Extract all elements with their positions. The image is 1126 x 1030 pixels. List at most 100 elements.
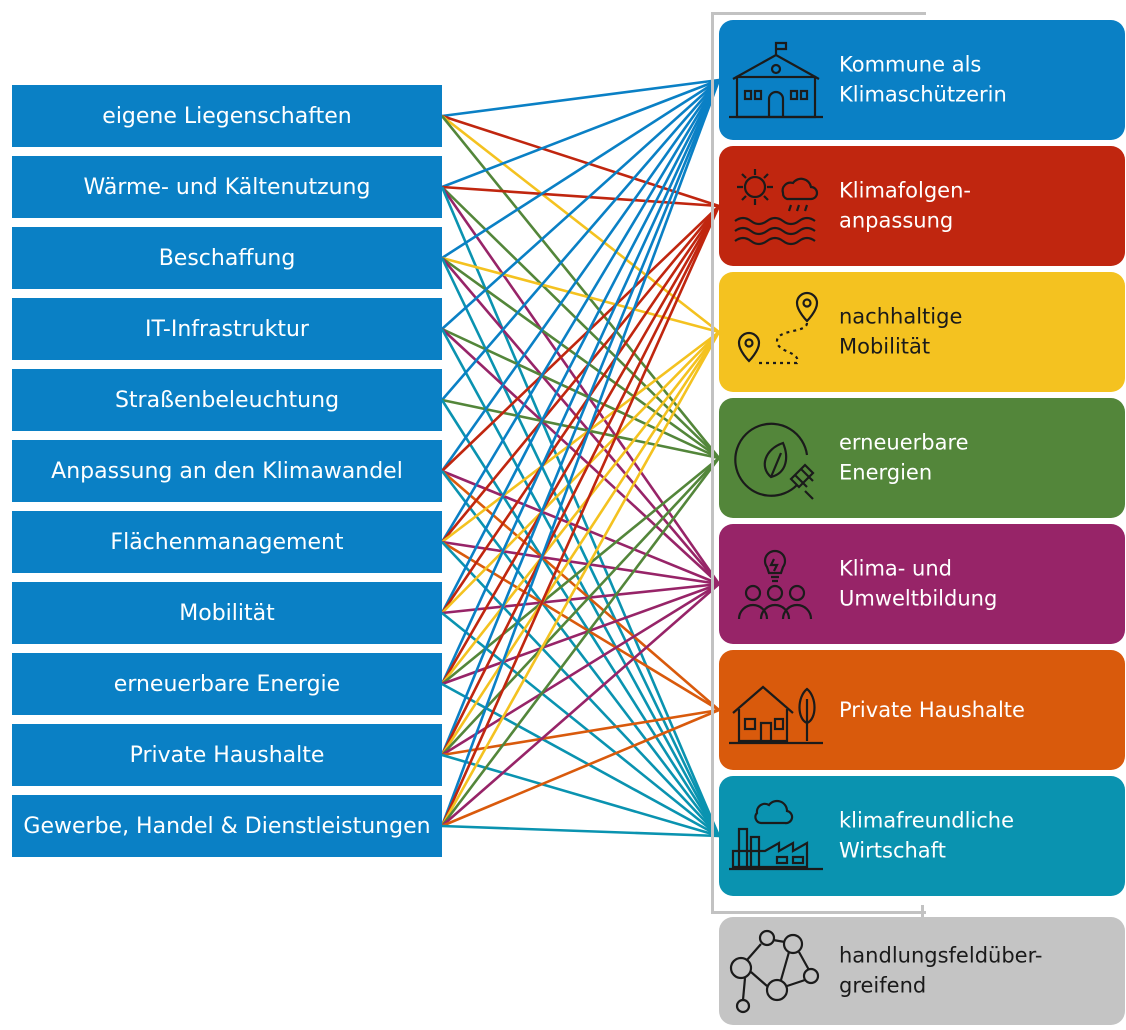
connection-line: [441, 257, 720, 585]
left-item-label: Mobilität: [179, 600, 275, 626]
connection-line: [440, 205, 721, 543]
route-pins-icon: [737, 291, 819, 365]
left-item-erneuerbare-energie: erneuerbare Energie: [12, 653, 442, 715]
connection-line: [441, 611, 720, 838]
leaf-plug-icon: [734, 422, 815, 500]
left-item-beschaffung: Beschaffung: [12, 227, 442, 289]
left-item-flaechenmanagement: Flächenmanagement: [12, 511, 442, 573]
field-title-line1: nachhaltige: [839, 304, 963, 329]
connection-line: [440, 257, 721, 837]
connection-line: [441, 541, 720, 837]
network-people-icon: [729, 929, 820, 1014]
left-item-waerme-kaeltenutzung: Wärme- und Kältenutzung: [12, 156, 442, 218]
group-bracket: [711, 12, 926, 914]
factory-icon: [729, 799, 823, 871]
left-item-gewerbe-handel: Gewerbe, Handel & Dienstleistungen: [12, 795, 442, 857]
connection-line: [441, 582, 720, 615]
left-item-label: Straßenbeleuchtung: [114, 387, 340, 413]
field-title-line1: Kommune als: [839, 52, 982, 77]
connection-line: [440, 328, 721, 837]
connection-line: [440, 186, 721, 837]
field-title-line2: Wirtschaft: [839, 839, 946, 863]
sun-rain-waves-icon: [734, 169, 819, 246]
connection-line: [441, 540, 720, 586]
left-item-label: IT-Infrastruktur: [145, 316, 309, 342]
left-item-label: Wärme- und Kältenutzung: [83, 174, 371, 200]
connection-line: [440, 205, 721, 827]
connection-line: [441, 78, 720, 260]
field-title-line1: klimafreundliche: [839, 808, 1015, 833]
connection-line: [440, 457, 721, 827]
left-item-label: Private Haushalte: [129, 742, 325, 768]
field-title-line2: Energien: [839, 461, 933, 485]
field-title-line2: Klimaschützerin: [839, 83, 1007, 107]
connection-line: [441, 753, 720, 838]
field-private-haushalte: Private Haushalte: [719, 650, 1125, 770]
field-title-line2: Mobilität: [839, 335, 931, 359]
connection-line: [440, 79, 721, 827]
field-title-line2: Umweltbildung: [839, 587, 998, 611]
left-item-label: Gewerbe, Handel & Dienstleistungen: [23, 813, 431, 839]
left-item-eigene-liegenschaften: eigene Liegenschaften: [12, 85, 442, 147]
field-title-line1: handlungsfeldüber-: [839, 943, 1043, 968]
connection-line: [441, 470, 720, 711]
field-title-line1: erneuerbare: [839, 430, 969, 455]
connection-line: [441, 330, 720, 544]
connection-line: [440, 79, 721, 685]
connection-line: [441, 456, 720, 686]
connection-line: [440, 79, 721, 614]
connection-line: [441, 205, 720, 472]
field-title-line1: Klimafolgen-: [839, 178, 971, 203]
connection-line: [441, 331, 720, 614]
connection-line: [440, 79, 721, 543]
left-item-label: Flächenmanagement: [110, 529, 344, 555]
left-item-mobilitaet: Mobilität: [12, 582, 442, 644]
connection-line: [441, 708, 720, 757]
left-item-label: Beschaffung: [158, 245, 296, 271]
connection-line: [441, 583, 720, 827]
left-item-private-haushalte: Private Haushalte: [12, 724, 442, 786]
connection-line: [440, 470, 721, 837]
connection-line: [441, 78, 720, 189]
connection-line: [440, 205, 721, 685]
connection-line: [441, 457, 720, 756]
connection-line: [440, 399, 721, 837]
field-title-line1: Klima- und: [839, 556, 952, 581]
connection-line: [441, 540, 720, 712]
people-idea-icon: [737, 549, 813, 620]
connection-line: [441, 582, 720, 686]
town-hall-icon: [729, 41, 823, 119]
connection-line: [441, 824, 720, 838]
field-title-line1: Private Haushalte: [839, 697, 1025, 722]
field-uebergreifend: handlungsfeldüber-greifend: [719, 917, 1125, 1025]
field-klimafolgenanpassung: Klimafolgen-anpassung: [719, 146, 1125, 266]
connection-line: [441, 256, 720, 460]
connection-line: [440, 79, 721, 756]
field-title-line2: anpassung: [839, 209, 954, 233]
connection-line: [440, 205, 721, 756]
left-item-label: eigene Liegenschaften: [102, 103, 352, 129]
connection-line: [440, 331, 721, 685]
connection-line: [441, 682, 720, 838]
connection-line: [441, 708, 720, 828]
connection-line: [440, 331, 721, 827]
left-item-label: erneuerbare Energie: [113, 671, 341, 697]
left-item-it-infrastruktur: IT-Infrastruktur: [12, 298, 442, 360]
connection-line: [441, 582, 720, 757]
connection-line: [441, 79, 720, 401]
field-title-line2: greifend: [839, 974, 927, 998]
left-item-label: Anpassung an den Klimawandel: [51, 458, 403, 484]
connection-line: [440, 79, 721, 472]
connection-line: [441, 469, 720, 586]
connection-line: [440, 331, 721, 756]
group-bracket-stem: [921, 905, 924, 919]
connection-line: [441, 398, 720, 460]
connection-line: [441, 78, 720, 118]
connection-line: [441, 327, 720, 460]
